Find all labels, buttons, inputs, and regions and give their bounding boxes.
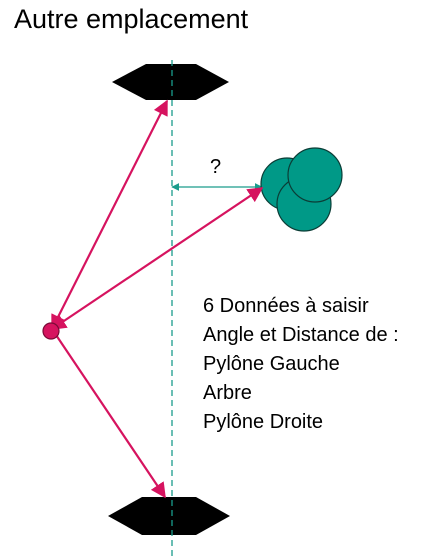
unknown-distance-label: ?	[210, 156, 222, 178]
instructions-text: 6 Données à saisir Angle et Distance de …	[203, 292, 399, 437]
pylon-right	[108, 497, 230, 535]
arrow-to-pylon-left	[51, 99, 168, 331]
pylon-left	[112, 64, 229, 100]
notes-line-3: Pylône Gauche	[203, 353, 340, 375]
arrow-to-pylon-right	[51, 328, 166, 499]
notes-line-1: 6 Données à saisir	[203, 295, 369, 317]
notes-line-4: Arbre	[203, 382, 252, 404]
arrow-to-tree	[50, 187, 264, 330]
station-point	[42, 322, 60, 340]
tree-icon	[260, 147, 343, 232]
diagram-title: Autre emplacement	[14, 4, 249, 34]
notes-line-2: Angle et Distance de :	[203, 324, 399, 346]
notes-line-5: Pylône Droite	[203, 411, 324, 433]
